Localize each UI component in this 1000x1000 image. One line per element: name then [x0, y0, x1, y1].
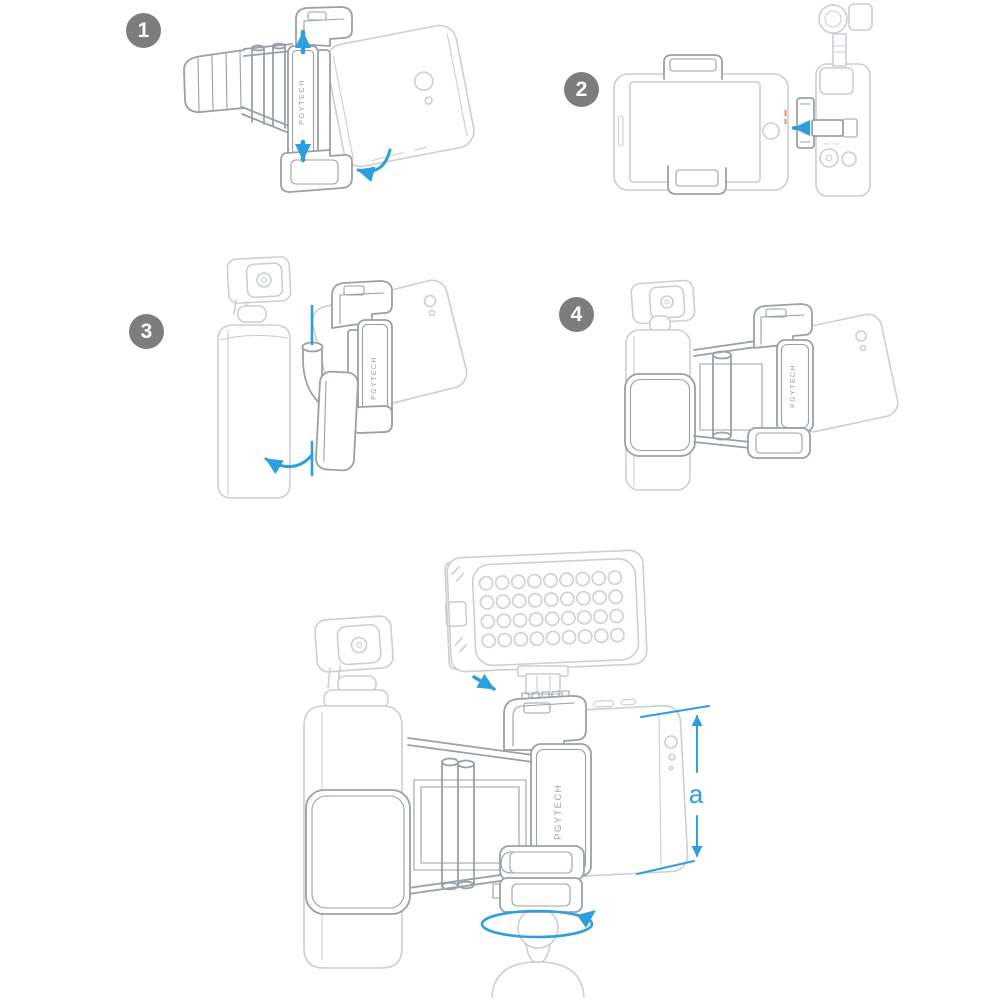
step-3-badge: 3: [129, 314, 164, 349]
phone-clamp: PGYTECH: [331, 280, 393, 434]
step-2-badge: 2: [564, 72, 599, 107]
phone-clamp: PGYTECH: [747, 303, 814, 459]
phone-home-button: [762, 122, 780, 140]
tripod-ball-head: [491, 907, 585, 998]
fold-arm-band: [305, 789, 411, 915]
clamp-bottom-jaw: [747, 427, 811, 459]
clamp-bottom-jaw: [667, 165, 727, 195]
step-4-badge: 4: [559, 297, 594, 332]
gimbal-neck: [832, 33, 847, 67]
extension-linkage: [407, 737, 534, 895]
osmo-body: [217, 324, 291, 499]
rotate-arrow-icon: [480, 909, 596, 939]
arm-paddle: [315, 370, 359, 472]
gimbal-motor: [848, 3, 873, 31]
brand-label: PGYTECH: [371, 356, 378, 400]
fold-arm-curved-arrow-icon: [264, 453, 314, 475]
camera-lens: [818, 4, 848, 34]
clamp-top-jaw: [331, 280, 393, 329]
clamp-bottom-jaw: [351, 405, 393, 434]
phone-earpiece: [617, 115, 624, 147]
cold-shoe-adapter: [492, 877, 583, 913]
osmo-pocket-camera: [815, 3, 873, 197]
fold-arm-band: [624, 373, 696, 457]
tripod-dome: [491, 961, 585, 998]
cold-shoe-arrow-icon: [472, 673, 496, 691]
step-2-illustration: [613, 3, 873, 197]
fold-arm: [301, 341, 359, 472]
dimension-tick-top: [640, 705, 710, 718]
step-4-illustration: PGYTECH: [624, 279, 899, 491]
dimension-label: a: [689, 779, 704, 809]
smartphone-back: [325, 24, 475, 168]
brand-label: PGYTECH: [553, 784, 564, 840]
height-dimension: a: [636, 705, 710, 875]
gimbal-neck: [237, 305, 267, 323]
assembled-setup-illustration: PGYTECH a: [303, 549, 710, 998]
clamp-top-jaw: [663, 54, 723, 80]
phone-clamp: [663, 54, 727, 195]
step-3-illustration: PGYTECH: [217, 256, 468, 499]
shoe-mount-stem: [517, 665, 575, 701]
brand-label: PGYTECH: [790, 364, 797, 408]
extension-linkage: [693, 340, 763, 449]
insert-phone-curved-arrow-icon: [356, 148, 392, 183]
led-grid: [477, 567, 627, 652]
clamp-bottom-jaw: [280, 149, 353, 193]
step-1-illustration: PGYTECH: [183, 6, 475, 193]
clamp-bottom-jaw: [499, 845, 585, 881]
osmo-pocket-camera: [217, 256, 292, 499]
phone-clamp: PGYTECH: [499, 695, 592, 881]
dimension-tick-bottom: [636, 860, 695, 875]
led-light-panel: [444, 549, 648, 673]
folding-handle: [183, 42, 293, 134]
step-1-badge: 1: [126, 13, 161, 48]
brand-label: PGYTECH: [297, 79, 306, 125]
